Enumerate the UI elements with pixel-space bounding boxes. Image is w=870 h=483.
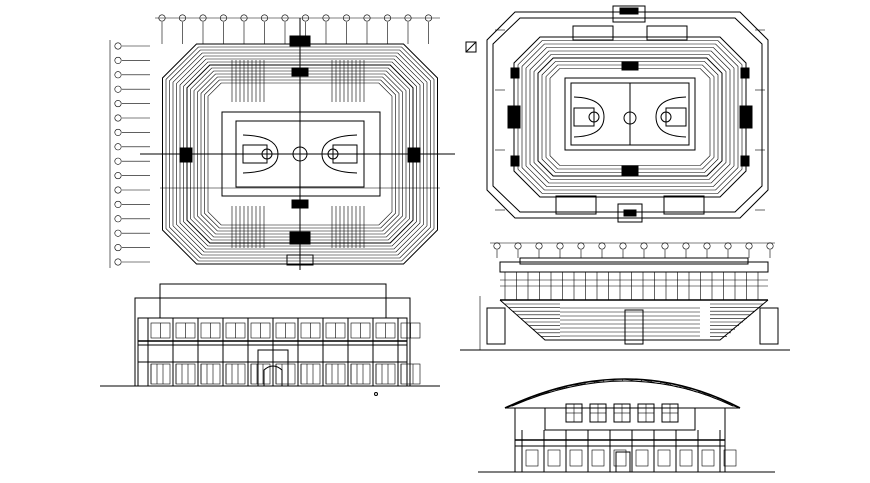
seating-rings (162, 43, 438, 265)
building-section (460, 242, 790, 351)
main-floor-plan (109, 14, 455, 270)
front-elevation (100, 283, 440, 396)
left-grid-axis (109, 40, 150, 268)
top-grid-axis (155, 14, 440, 44)
stair-blocks (140, 18, 455, 270)
side-elevation (478, 378, 775, 473)
secondary-floor-plan (465, 5, 769, 223)
